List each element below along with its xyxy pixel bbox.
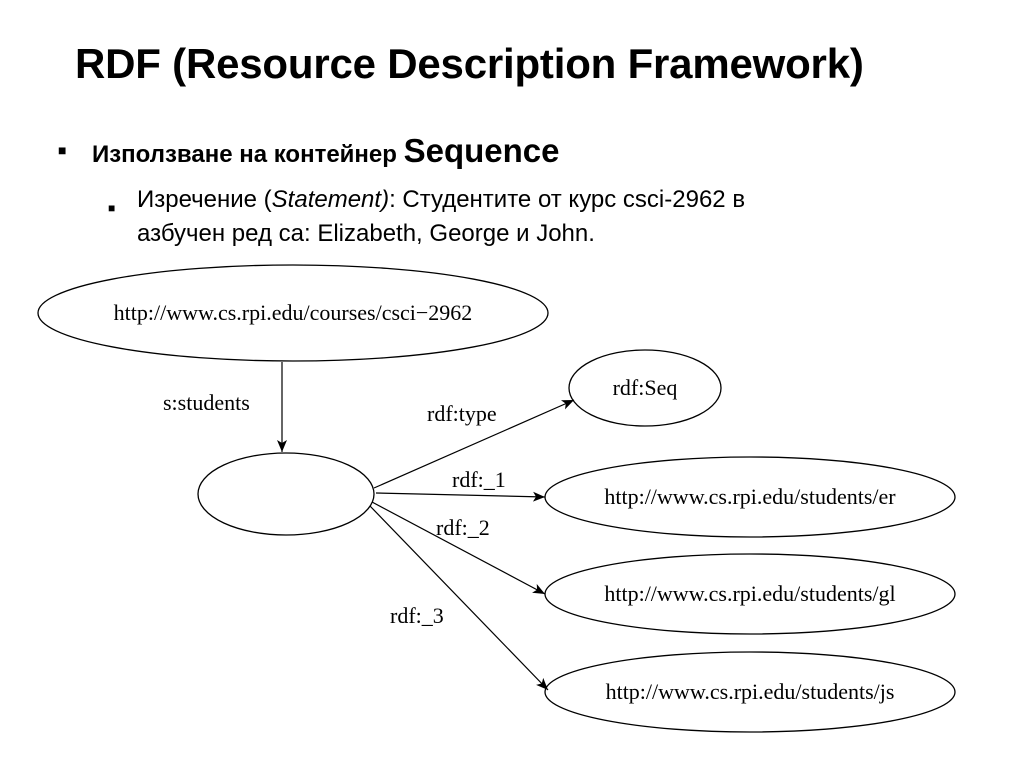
slide-title: RDF (Resource Description Framework) — [75, 40, 864, 87]
node-course — [37, 264, 549, 362]
edge-member-2 — [371, 501, 546, 595]
bullet-marker: ■ — [108, 201, 116, 215]
node-seq — [568, 349, 722, 427]
bullet-level2-text: Изречение (Statement): Студентите от кур… — [137, 183, 745, 251]
edge-students-label: s:students — [163, 390, 250, 415]
bullet-level1-emphasis: Sequence — [403, 132, 560, 169]
node-student-js-label: http://www.cs.rpi.edu/students/js — [606, 679, 895, 704]
statement-post: : Студентите от курс csci-2962 в — [389, 186, 746, 213]
bullet-level1-text: Използване на контейнер Sequence — [92, 132, 560, 170]
node-course-label: http://www.cs.rpi.edu/courses/csci−2962 — [114, 300, 473, 325]
edge-member-1-label: rdf:_1 — [452, 467, 506, 492]
edge-member-2-label: rdf:_2 — [436, 515, 490, 540]
edge-member-3 — [369, 505, 549, 691]
edge-type — [373, 399, 575, 489]
statement-pre: Изречение ( — [137, 186, 272, 213]
statement-line-1: Изречение (Statement): Студентите от кур… — [137, 183, 745, 217]
node-student-er-label: http://www.cs.rpi.edu/students/er — [604, 484, 896, 509]
edge-member-3-label: rdf:_3 — [390, 603, 444, 628]
node-student-js — [544, 651, 956, 733]
statement-line-2: азбучен ред са: Elizabeth, George и John… — [137, 220, 595, 247]
node-blank — [197, 452, 375, 536]
edge-member-1 — [375, 491, 546, 502]
statement-italic: Statement) — [271, 186, 390, 213]
edge-type-label: rdf:type — [427, 401, 497, 426]
node-student-gl-label: http://www.cs.rpi.edu/students/gl — [604, 581, 895, 606]
bullet-marker: ■ — [58, 142, 67, 158]
bullet-level1-prefix: Използване на контейнер — [92, 141, 397, 168]
node-seq-label: rdf:Seq — [613, 375, 678, 400]
